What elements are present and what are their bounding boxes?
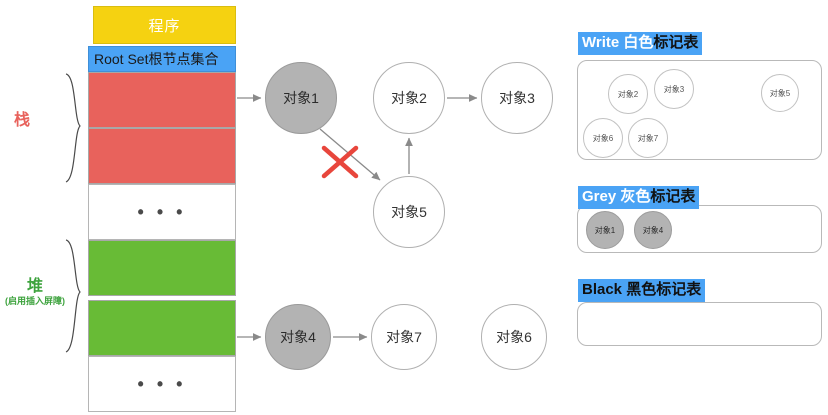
memory-block-heap-2 <box>88 300 236 356</box>
graph-node-obj2: 对象2 <box>373 62 445 134</box>
panel-grey-marker-table: 对象1 对象4 <box>577 205 822 253</box>
panel-chip-obj5: 对象5 <box>761 74 799 112</box>
heap-brace-icon <box>65 239 81 353</box>
program-label: 程序 <box>148 17 181 35</box>
panel-chip-obj2: 对象2 <box>608 74 648 114</box>
memory-block-heap-1 <box>88 240 236 296</box>
graph-node-obj1: 对象1 <box>265 62 337 134</box>
chip-label: 对象4 <box>642 225 664 235</box>
panel-title-black: Black 黑色标记表 <box>578 279 706 303</box>
panel-chip-obj6: 对象6 <box>583 118 623 158</box>
panel-title-white: Write 白色标记表 <box>578 32 703 56</box>
chip-label: 对象1 <box>594 225 616 235</box>
panel-title-latin: Grey <box>582 188 617 205</box>
heap-label-text: 堆 <box>26 278 43 295</box>
graph-node-obj4: 对象4 <box>265 304 331 370</box>
panel-title-cjk-plain: 标记表 <box>653 34 699 51</box>
node-label: 对象2 <box>391 90 427 106</box>
ellipsis-label: • • • <box>137 201 187 222</box>
panel-title-cjk-colored: 黑色 <box>622 281 657 298</box>
node-label: 对象5 <box>391 204 427 220</box>
memory-block-heap-ellipsis: • • • <box>88 356 236 412</box>
memory-block-root-set: Root Set根节点集合 <box>88 46 236 72</box>
panel-title-cjk-colored: 灰色 <box>616 188 651 205</box>
panel-white-marker-table: 对象2 对象3 对象5 对象6 对象7 <box>577 60 822 160</box>
stack-brace-icon <box>65 73 81 183</box>
panel-title-latin: Black <box>582 281 623 298</box>
graph-node-obj7: 对象7 <box>371 304 437 370</box>
memory-block-program: 程序 <box>93 6 236 44</box>
panel-black-marker-table <box>577 302 822 346</box>
heap-sublabel-text: (启用插入屏障) <box>5 296 65 307</box>
ellipsis-label: • • • <box>137 373 187 394</box>
memory-block-stack-2 <box>88 128 236 184</box>
memory-block-stack-1 <box>88 72 236 128</box>
graph-node-obj5: 对象5 <box>373 176 445 248</box>
node-label: 对象1 <box>283 90 319 106</box>
panel-title-cjk-plain: 标记表 <box>650 188 696 205</box>
chip-label: 对象6 <box>592 133 614 143</box>
panel-title-cjk-plain: 标记表 <box>656 281 702 298</box>
heap-region-label: 堆 (启用插入屏障) <box>5 278 65 307</box>
red-x-mark-icon <box>321 145 359 179</box>
root-set-label: Root Set根节点集合 <box>94 51 219 67</box>
node-label: 对象7 <box>386 329 422 345</box>
stack-region-label: 栈 <box>14 112 30 130</box>
chip-label: 对象7 <box>637 133 659 143</box>
panel-title-grey: Grey 灰色标记表 <box>578 186 700 210</box>
panel-chip-obj7: 对象7 <box>628 118 668 158</box>
panel-chip-obj4: 对象4 <box>634 211 672 249</box>
panel-chip-obj1: 对象1 <box>586 211 624 249</box>
memory-block-stack-ellipsis: • • • <box>88 184 236 240</box>
chip-label: 对象3 <box>663 84 685 94</box>
edge-obj1-to-obj5 <box>319 128 381 181</box>
panel-title-latin: Write <box>582 34 620 51</box>
node-label: 对象4 <box>280 329 316 345</box>
graph-node-obj6: 对象6 <box>481 304 547 370</box>
panel-chip-obj3: 对象3 <box>654 69 694 109</box>
chip-label: 对象2 <box>617 89 639 99</box>
node-label: 对象6 <box>496 329 532 345</box>
stack-label-text: 栈 <box>14 112 31 129</box>
chip-label: 对象5 <box>769 88 791 98</box>
graph-node-obj3: 对象3 <box>481 62 553 134</box>
node-label: 对象3 <box>499 90 535 106</box>
panel-title-cjk-colored: 白色 <box>619 34 654 51</box>
